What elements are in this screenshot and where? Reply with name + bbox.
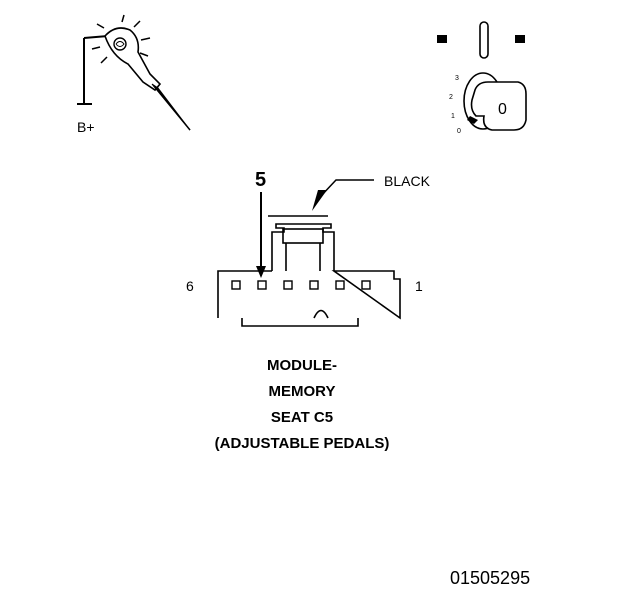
caption-line-3: SEAT C5 bbox=[270, 409, 334, 426]
figure-number: 01505295 bbox=[450, 568, 531, 588]
connector-cavity bbox=[231, 280, 241, 290]
caption-line-4: (ADJUSTABLE PEDALS) bbox=[214, 435, 390, 452]
pin-callout-arrow bbox=[256, 266, 266, 278]
ignition-key-icon bbox=[437, 21, 527, 131]
ignition-pos-3: 3 bbox=[455, 75, 459, 82]
ignition-pos-2: 2 bbox=[449, 94, 453, 101]
caption-line-1: MODULE- bbox=[267, 357, 337, 374]
connector-cavity bbox=[335, 280, 345, 290]
key-letter: 0 bbox=[498, 101, 507, 118]
battery-label: B+ bbox=[77, 119, 95, 135]
test-light-icon bbox=[77, 14, 191, 131]
right-pin-label: 1 bbox=[415, 278, 423, 294]
ignition-pos-0: 0 bbox=[457, 128, 461, 135]
ignition-pos-1: 1 bbox=[451, 113, 455, 120]
caption-line-2: MEMORY bbox=[268, 383, 336, 400]
connector-cavity bbox=[309, 280, 319, 290]
connector-body bbox=[217, 215, 401, 327]
left-pin-label: 6 bbox=[186, 278, 194, 294]
connector-cavity bbox=[257, 280, 267, 290]
color-leader-arrow bbox=[312, 190, 327, 211]
connector-cavities bbox=[231, 280, 371, 290]
connector-cavity bbox=[361, 280, 371, 290]
color-leader-line bbox=[319, 179, 374, 198]
connector-cavity bbox=[283, 280, 293, 290]
pin-callout-number: 5 bbox=[255, 169, 266, 191]
color-label: BLACK bbox=[384, 173, 431, 189]
